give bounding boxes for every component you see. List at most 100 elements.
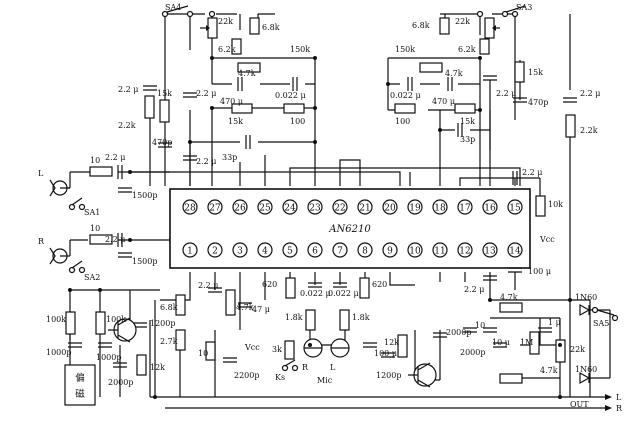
resistor-r10k-vcc — [535, 195, 546, 217]
ic-pin-22: 22 — [332, 199, 348, 215]
capacitor-c22-left-top — [143, 85, 157, 91]
transistor-bias-a — [108, 317, 137, 343]
ic-pin-label: 17 — [459, 204, 471, 214]
ic-pin-label: 28 — [184, 204, 196, 214]
label-in-l: L — [38, 169, 44, 178]
label-c2000p-out: 2000p — [460, 348, 485, 357]
label-c22-pin2: 2.2 μ — [198, 281, 218, 290]
label-mic: Mic — [317, 376, 333, 385]
ic-pin-11: 11 — [432, 242, 448, 258]
resistor-r620-pin8 — [359, 277, 370, 299]
label-c1000p-b: 1000p — [96, 353, 121, 362]
label-r47k-left: 4.7k — [238, 69, 256, 78]
switch-sa4[interactable] — [161, 5, 216, 18]
label-r150k-right: 150k — [395, 45, 415, 54]
ic-pin-14: 14 — [507, 242, 523, 258]
switch-ks[interactable] — [281, 359, 299, 372]
ic-pin-label: 18 — [434, 204, 446, 214]
label-out: OUT — [570, 400, 589, 409]
label-out-l: L — [616, 393, 622, 402]
label-c22-low-left: 2.2 μ — [196, 157, 216, 166]
label-r47k-pin3: 4.7k — [236, 303, 254, 312]
ic-pin-13: 13 — [482, 242, 498, 258]
capacitor-c0022-right — [407, 77, 413, 91]
capacitor-c470u-right — [447, 77, 453, 91]
label-r100-right: 100 — [395, 117, 410, 126]
label-diode-bottom: 1N60 — [575, 365, 597, 374]
resistor-r100-left — [283, 103, 305, 114]
ic-pin-19: 19 — [407, 199, 423, 215]
resistor-r12k-b — [397, 334, 408, 358]
switch-sa3[interactable] — [476, 5, 526, 18]
capacitor-c1000p-b — [98, 342, 112, 348]
potentiometers — [200, 17, 500, 39]
ic-pin-7: 7 — [332, 242, 348, 258]
label-c0022-left: 0.022 μ — [275, 91, 306, 100]
resistor-r1m — [529, 331, 540, 355]
label-c2000p-b: 2000p — [446, 328, 471, 337]
label-c22-pin17: 2.2 μ — [522, 168, 542, 177]
capacitor-c10u-out — [493, 342, 507, 348]
resistor-r18k-a — [305, 309, 316, 331]
label-r3k: 3k — [272, 345, 282, 354]
resistor-r47k-right — [419, 62, 443, 73]
resistor-r15k-left2 — [231, 103, 253, 114]
capacitor-c22-in-r — [117, 233, 123, 247]
label-r15k-left: 15k — [157, 89, 172, 98]
resistor-r47k-pin3 — [225, 289, 236, 316]
resistor-r3k — [284, 340, 295, 360]
transistor-bias-b — [408, 362, 437, 388]
resistor-r27k-pin1 — [175, 329, 186, 351]
ic-pin-21: 21 — [357, 199, 373, 215]
label-c470p-left: 470p — [152, 138, 172, 147]
ic-pin-3: 3 — [232, 242, 248, 258]
ic-pin-label: 15 — [509, 204, 521, 214]
resistor-r15k-right2 — [514, 61, 525, 83]
label-c0022-pin7: 0.022 μ — [328, 289, 359, 298]
jack-r-input[interactable] — [49, 247, 70, 265]
label-c1u-out: 1 μ — [548, 318, 561, 327]
ic-pin-label: 1 — [187, 247, 193, 257]
label-c0022-pin6: 0.022 μ — [300, 289, 331, 298]
label-sa5: SA5 — [593, 319, 609, 328]
label-r22k-right: 2.2k — [580, 126, 598, 135]
label-c10u-out: 10 μ — [492, 338, 510, 347]
label-c22-in-r: 2.2 μ — [105, 235, 125, 244]
label-r620-pin5: 620 — [262, 280, 277, 289]
resistor-r47k-out1 — [499, 302, 523, 313]
resistor-r68k-right — [439, 17, 450, 35]
label-sa4: SA4 — [165, 3, 181, 12]
label-c10-out: 10 — [475, 321, 485, 330]
label-pot22k-right: 22k — [455, 17, 470, 26]
ic-pin-18: 18 — [432, 199, 448, 215]
label-c22-right-top: 2.2 μ — [496, 89, 516, 98]
bias-block-char-1: 偏 — [75, 372, 85, 384]
jack-l-input[interactable] — [49, 179, 70, 197]
bias-block-char-2: 磁 — [75, 388, 85, 400]
label-c1500-l: 1500p — [132, 191, 157, 200]
resistor-r22k-right — [565, 114, 576, 138]
capacitor-c22-right-top — [483, 75, 497, 81]
switch-sa2[interactable] — [68, 260, 86, 274]
capacitor-c22-low-left — [183, 155, 197, 161]
ic-pin-label: 16 — [484, 204, 496, 214]
capacitor-c22-pin13 — [483, 275, 497, 281]
label-c2200p-pin2: 2200p — [234, 371, 259, 380]
resistor-r68k-pin1 — [175, 294, 186, 316]
label-r10-pin2: 10 — [198, 349, 208, 358]
ic-pin-17: 17 — [457, 199, 473, 215]
label-r150k-left: 150k — [290, 45, 310, 54]
ic-pin-label: 7 — [337, 247, 343, 257]
capacitor-c22-mid-left — [183, 92, 197, 98]
ic-name: AN6210 — [328, 224, 371, 235]
switch-sa5[interactable] — [591, 306, 619, 322]
switch-sa1[interactable] — [68, 197, 86, 211]
label-r1m: 1M — [520, 338, 533, 347]
ic-pin-20: 20 — [382, 199, 398, 215]
label-diode-top: 1N60 — [575, 293, 597, 302]
ic-pin-label: 20 — [384, 204, 396, 214]
